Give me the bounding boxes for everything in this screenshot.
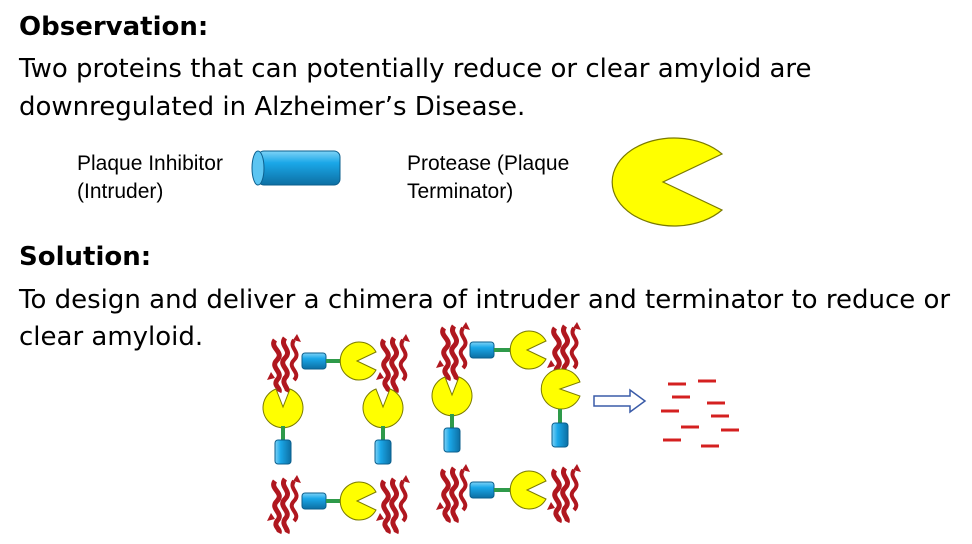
protease-legend-label: Protease (Plaque Terminator)	[407, 150, 569, 206]
amyloid-fibril	[376, 334, 410, 392]
terminator-pacman	[339, 481, 377, 521]
amyloid-fibril	[267, 475, 301, 533]
intruder-cylinder	[551, 422, 569, 448]
intruder-cylinder	[374, 439, 392, 465]
inhibitor-label-line-2: (Intruder)	[77, 180, 164, 203]
solution-line-1: To design and deliver a chimera of intru…	[19, 285, 951, 315]
protease-label-line-1: Protease (Plaque	[407, 152, 570, 175]
right-chimera-assembly	[431, 322, 581, 522]
intruder-cylinder	[469, 341, 495, 359]
intruder-cylinder	[443, 427, 461, 453]
solution-heading: Solution:	[19, 242, 152, 272]
observation-line-2: downregulated in Alzheimer’s Disease.	[19, 92, 526, 122]
terminator-pacman	[362, 388, 404, 429]
inhibitor-legend-label: Plaque Inhibitor (Intruder)	[77, 150, 223, 206]
terminator-pacman	[509, 470, 547, 510]
amyloid-fibril	[267, 334, 301, 392]
intruder-cylinder	[469, 481, 495, 499]
left-chimera-assembly	[262, 334, 410, 533]
terminator-pacman	[540, 368, 581, 410]
terminator-pacman	[509, 330, 547, 370]
right-arrow-icon	[593, 388, 647, 414]
intruder-cylinder	[301, 352, 327, 370]
solution-line-2: clear amyloid.	[19, 322, 204, 352]
observation-line-1: Two proteins that can potentially reduce…	[19, 54, 812, 84]
intruder-legend-cylinder	[251, 150, 341, 186]
terminator-pacman	[431, 376, 473, 417]
intruder-cylinder	[301, 492, 327, 510]
amyloid-fibril	[436, 322, 470, 380]
terminator-pacman	[262, 388, 304, 429]
terminator-legend-pacman	[611, 137, 724, 227]
amyloid-fibril	[376, 475, 410, 533]
cleared-amyloid-fragments	[661, 379, 739, 448]
observation-heading: Observation:	[19, 12, 209, 42]
terminator-pacman	[339, 341, 377, 381]
amyloid-fibril	[547, 464, 581, 522]
protease-label-line-2: Terminator)	[407, 180, 514, 203]
amyloid-fibril	[436, 464, 470, 522]
inhibitor-label-line-1: Plaque Inhibitor	[77, 152, 223, 175]
intruder-cylinder	[274, 439, 292, 465]
